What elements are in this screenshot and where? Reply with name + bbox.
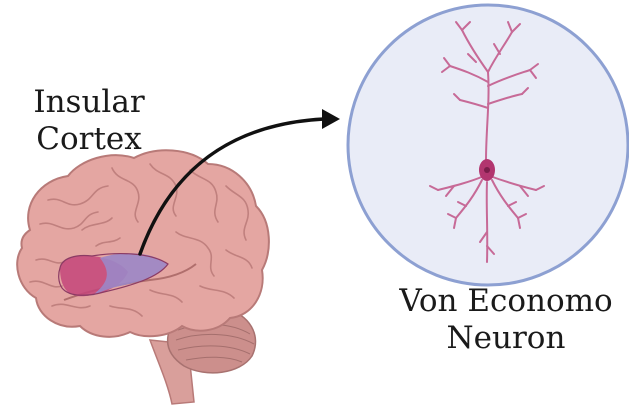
brain-icon — [17, 150, 269, 404]
insular-cortex-label-line1: Insular — [28, 84, 150, 121]
von-economo-neuron-label: Von Economo Neuron — [390, 283, 622, 356]
insular-cortex-label: Insular Cortex — [28, 84, 150, 157]
arrow-head — [322, 109, 340, 129]
von-economo-neuron-label-line2: Neuron — [390, 320, 622, 357]
insular-cortex-label-line2: Cortex — [28, 121, 150, 158]
von-economo-neuron-label-line1: Von Economo — [390, 283, 622, 320]
neuron-icon — [348, 5, 628, 285]
